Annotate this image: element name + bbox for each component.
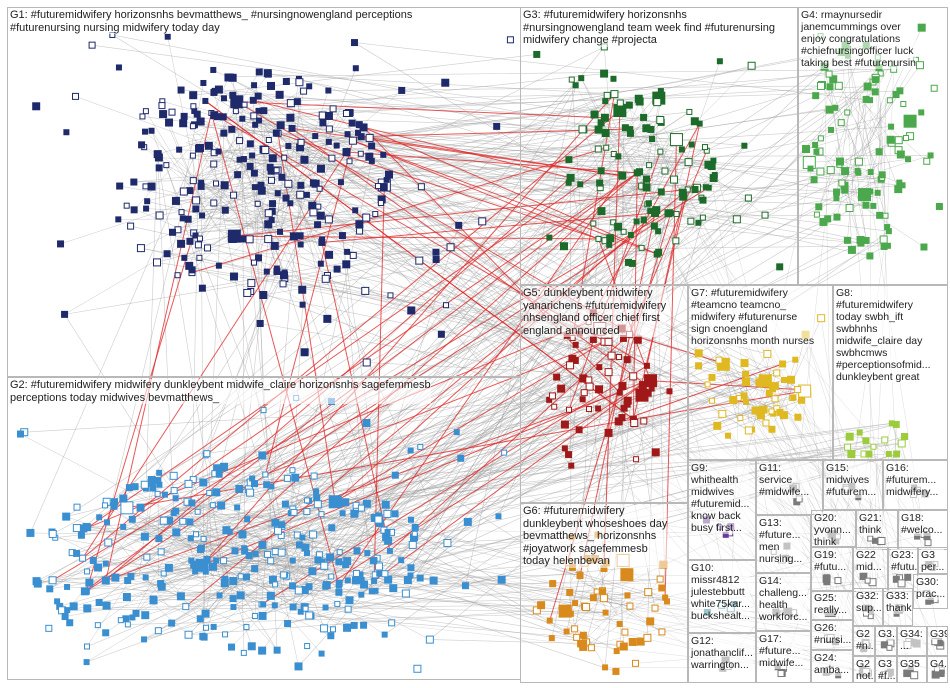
group-box-g18: G18: #welco...: [898, 510, 948, 550]
group-box-g33: G33: thank: [883, 588, 913, 626]
group-box-g31: G3 per...: [918, 547, 948, 574]
group-box-g36: G3...: [875, 626, 897, 656]
group-label-g11: G11: service #midwife...: [759, 462, 809, 498]
group-box-g22: G22 mid...: [853, 547, 888, 592]
group-box-g16: G16: #futurem... midwifery...: [883, 460, 948, 510]
group-label-g28: G2 not...: [856, 658, 875, 682]
group-label-g8: G8: #futuremidwifery today swbh_ift swbh…: [836, 287, 931, 383]
group-label-g10: G10: missr4812 julestebbutt white75kar..…: [691, 562, 750, 622]
group-label-g26: G26: #nursi...: [814, 622, 851, 646]
group-box-g14: G14: challeng... health workforc...: [756, 573, 811, 631]
group-box-g19: G19: #futu...: [811, 547, 853, 592]
group-label-g1: G1: #futuremidwifery horizonsnhs bevmatt…: [10, 9, 412, 34]
group-box-g11: G11: service #midwife...: [756, 460, 823, 515]
group-box-g3: G3: #futuremidwifery horizonsnhs #nursin…: [520, 7, 798, 285]
group-box-g6: G6: #futuremidwifery dunkleybent whosesh…: [520, 503, 688, 683]
group-label-g27: G2 #n...: [856, 628, 875, 652]
group-label-g33: G33: thank: [886, 590, 912, 614]
group-label-g2: G2: #futuremidwifery midwifery dunkleybe…: [10, 379, 431, 404]
group-label-g17: G17: #future... midwife...: [759, 633, 803, 669]
group-box-g26: G26: #nursi...: [811, 620, 853, 650]
group-label-g35: G35: [900, 658, 920, 670]
group-box-g9: G9: whithealth midwives #futuremid... kn…: [688, 460, 756, 560]
group-label-g12: G12: jonathanclif... warrington...: [691, 635, 753, 671]
group-label-g3: G3: #futuremidwifery horizonsnhs #nursin…: [523, 9, 775, 47]
group-label-g22: G22 mid...: [856, 549, 882, 573]
group-box-g13: G13: #future... men nursing...: [756, 515, 811, 573]
group-label-g20: G20: yvonn... think: [814, 512, 851, 547]
group-box-g21: G21: think: [856, 510, 898, 550]
group-box-g29: G3 #f...: [875, 656, 897, 683]
group-label-g21: G21: think: [859, 512, 882, 536]
group-label-g29: G3 #f...: [878, 658, 896, 682]
group-label-g36: G3...: [878, 628, 897, 640]
group-label-g6: G6: #futuremidwifery dunkleybent whosesh…: [523, 505, 667, 568]
group-box-g40: G4...: [927, 656, 948, 683]
group-label-g30: G30: prac...: [916, 576, 945, 600]
group-label-g39: G39: [930, 628, 948, 640]
group-box-g2: G2: #futuremidwifery midwifery dunkleybe…: [7, 377, 521, 680]
group-label-g16: G16: #futurem... midwifery...: [886, 462, 938, 498]
group-box-g24: G24: amba...: [811, 650, 853, 683]
group-label-g19: G19: #futu...: [814, 549, 846, 573]
group-box-g5: G5: dunkleybent midwifery yanarichens #f…: [520, 285, 688, 503]
group-box-g32: G32: sup...: [853, 588, 883, 626]
group-label-g31: G3 per...: [921, 549, 944, 573]
group-box-g17: G17: #future... midwife...: [756, 631, 811, 683]
group-label-g14: G14: challeng... health workforc...: [759, 575, 807, 623]
group-label-g9: G9: whithealth midwives #futuremid... kn…: [691, 462, 749, 534]
group-box-g4: G4: rmaynursedir janemcummings over enjo…: [798, 7, 948, 285]
group-box-g12: G12: jonathanclif... warrington...: [688, 633, 756, 683]
group-label-g4: G4: rmaynursedir janemcummings over enjo…: [801, 9, 916, 69]
group-box-g39: G39: [927, 626, 948, 656]
group-label-g23: G23: #futu...: [891, 549, 918, 573]
group-label-g18: G18: #welco...: [901, 512, 942, 536]
group-box-g7: G7: #futuremidwifery #teamcno teamcno_ m…: [688, 285, 833, 460]
group-label-g7: G7: #futuremidwifery #teamcno teamcno_ m…: [691, 287, 814, 347]
group-label-g5: G5: dunkleybent midwifery yanarichens #f…: [523, 287, 666, 337]
group-label-g13: G13: #future... men nursing...: [759, 517, 802, 565]
group-label-g15: G15: midwives #futurem...: [826, 462, 876, 498]
group-box-g20: G20: yvonn... think: [811, 510, 856, 547]
group-box-g8: G8: #futuremidwifery today swbh_ift swbh…: [833, 285, 948, 460]
group-box-g1: G1: #futuremidwifery horizonsnhs bevmatt…: [7, 7, 521, 377]
group-label-g40: G4...: [930, 658, 948, 670]
group-label-g25: G25: really...: [814, 592, 847, 616]
group-box-g15: G15: midwives #futurem...: [823, 460, 883, 510]
group-label-g24: G24: amba...: [814, 652, 849, 676]
group-label-g32: G32: sup...: [856, 590, 882, 614]
group-box-g25: G25: really...: [811, 590, 853, 620]
group-box-g34: G34: ...: [897, 626, 927, 656]
group-label-g34: G34: ...: [900, 628, 923, 652]
group-box-g10: G10: missr4812 julestebbutt white75kar..…: [688, 560, 756, 633]
group-box-g27: G2 #n...: [853, 626, 875, 656]
group-box-g30: G30: prac...: [913, 574, 948, 609]
group-box-g35: G35: [897, 656, 927, 683]
group-box-g28: G2 not...: [853, 656, 875, 683]
